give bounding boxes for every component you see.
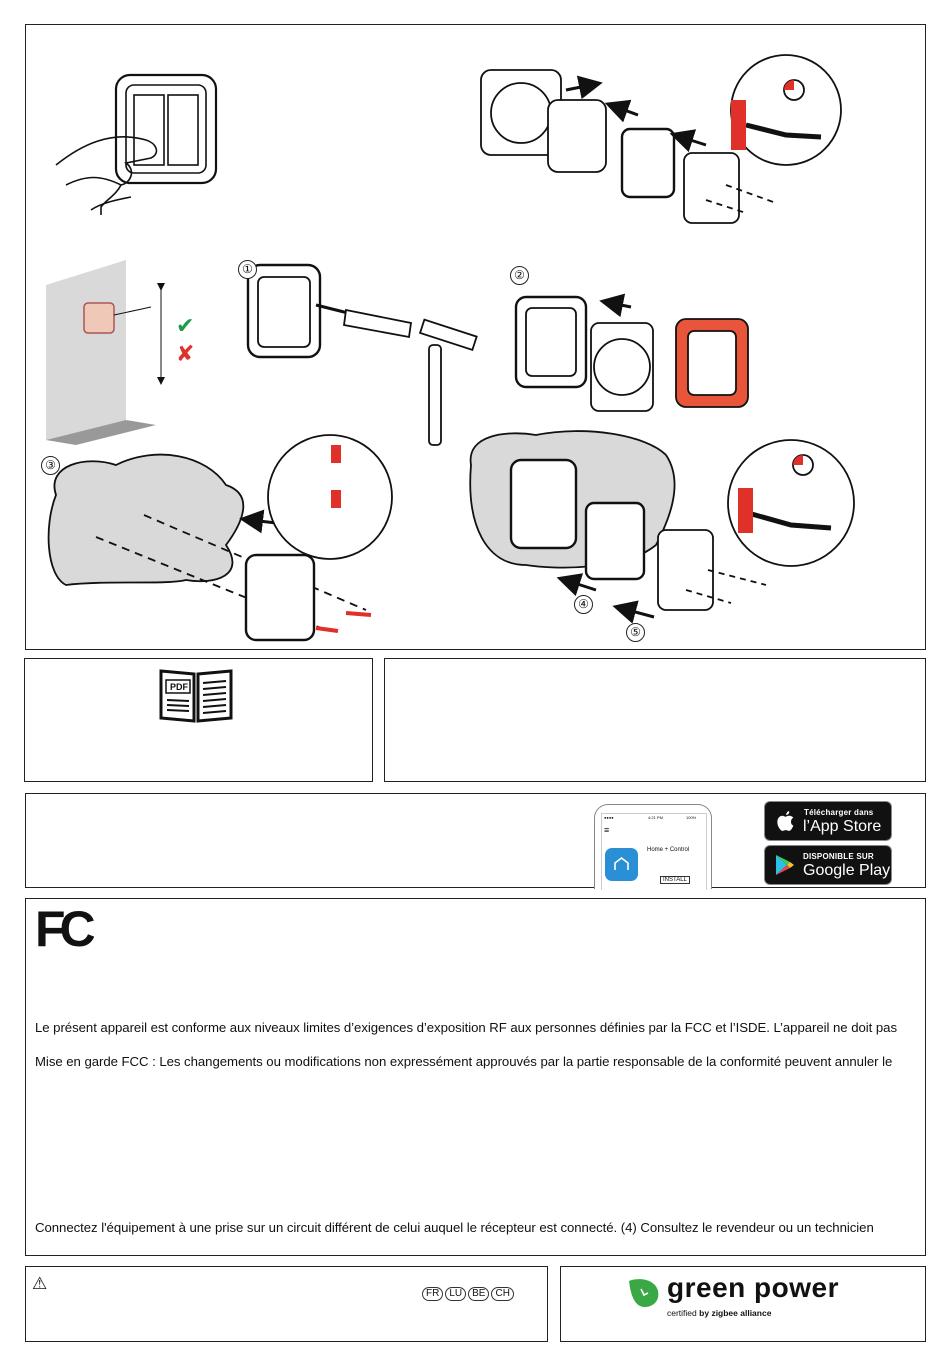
cross-mark-icon: ✘ — [176, 342, 194, 367]
menu-icon[interactable]: ≡ — [604, 825, 610, 835]
install-button[interactable]: INSTALL — [660, 876, 690, 884]
hand-pressing-switch-drawing — [55, 73, 218, 215]
step-number-4: ④ — [574, 595, 593, 614]
google-play-small-text: DISPONIBLE SUR — [803, 852, 874, 861]
zigbee-alliance-text: zigbee alliance — [711, 1308, 772, 1318]
app-store-big-text: l’App Store — [803, 818, 882, 835]
phone-mockup: ●●●● 4:21 PM 100% ≡ Home + Control INSTA… — [594, 804, 712, 890]
warning-triangle-icon: ⚠ — [32, 1274, 48, 1294]
phone-time: 4:21 PM — [648, 815, 663, 820]
green-power-leaf-icon — [629, 1279, 659, 1307]
phone-app-title: Home + Control — [647, 847, 690, 853]
country-code-be: BE — [468, 1287, 490, 1301]
pdf-manual-icon — [159, 669, 233, 723]
empty-info-panel — [384, 658, 926, 782]
green-power-title: green power — [667, 1272, 839, 1303]
pdf-label: PDF — [170, 682, 188, 692]
phone-battery: 100% — [686, 815, 697, 820]
step-number-1: ① — [238, 260, 257, 279]
step-1-drawing — [246, 263, 478, 446]
fcc-text-connect: Connectez l'équipement à une prise sur u… — [35, 1220, 874, 1235]
country-code-lu: LU — [445, 1287, 467, 1301]
exploded-assembly-top — [480, 54, 842, 224]
step-number-2: ② — [510, 266, 529, 285]
google-play-badge[interactable]: DISPONIBLE SUR Google Play — [764, 845, 892, 885]
country-code-ch: CH — [491, 1287, 514, 1301]
step-3-drawing — [47, 434, 393, 642]
google-play-icon — [776, 855, 794, 875]
app-store-small-text: Télécharger dans — [804, 808, 874, 817]
installation-diagram: ✔ ✘ — [46, 54, 855, 642]
fcc-text-rf-exposure: Le présent appareil est conforme aux niv… — [35, 1020, 897, 1035]
green-power-certified: certified by zigbee alliance — [667, 1308, 771, 1318]
step-number-3: ③ — [41, 456, 60, 475]
app-store-badge[interactable]: Télécharger dans l’App Store — [764, 801, 892, 841]
apple-icon — [777, 811, 794, 831]
check-mark-icon: ✔ — [176, 314, 194, 339]
manual-pdf-panel: PDF — [24, 658, 373, 782]
by-text: by — [699, 1308, 710, 1318]
google-play-big-text: Google Play — [803, 862, 891, 879]
wall-height-drawing: ✔ ✘ — [46, 260, 194, 445]
fcc-logo: FC — [35, 901, 96, 957]
step-4-5-drawing — [469, 430, 855, 624]
step-2-drawing — [514, 293, 749, 412]
installation-illustration-panel: ✔ ✘ — [25, 24, 926, 650]
step-number-5: ⑤ — [626, 623, 645, 642]
green-power-panel: green power certified by zigbee alliance — [560, 1266, 926, 1342]
app-download-panel: ●●●● 4:21 PM 100% ≡ Home + Control INSTA… — [25, 793, 926, 890]
certified-text: certified — [667, 1308, 697, 1318]
country-code-fr: FR — [422, 1287, 444, 1301]
fcc-compliance-panel: FC Le présent appareil est conforme aux … — [25, 898, 926, 1256]
fcc-text-warning: Mise en garde FCC : Les changements ou m… — [35, 1054, 893, 1069]
home-control-app-icon[interactable] — [605, 848, 638, 881]
